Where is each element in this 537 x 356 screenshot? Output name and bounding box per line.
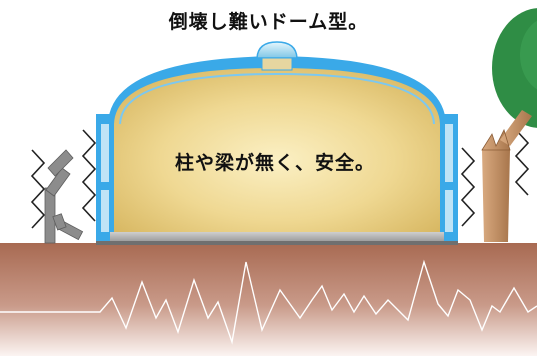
headline: 倒壊し難いドーム型。 bbox=[168, 11, 369, 33]
dome-interior bbox=[114, 68, 440, 236]
shock-wave-icon bbox=[460, 129, 530, 227]
broken-building-icon bbox=[44, 149, 84, 244]
ground bbox=[0, 243, 537, 356]
seismic-wave-icon bbox=[0, 259, 537, 345]
broken-tree-icon bbox=[481, 8, 537, 242]
dome-shell bbox=[108, 56, 446, 124]
shock-wave-icon bbox=[30, 129, 97, 229]
dome-caption: 柱や梁が無く、安全。 bbox=[174, 152, 375, 174]
skylight-icon bbox=[256, 41, 298, 71]
